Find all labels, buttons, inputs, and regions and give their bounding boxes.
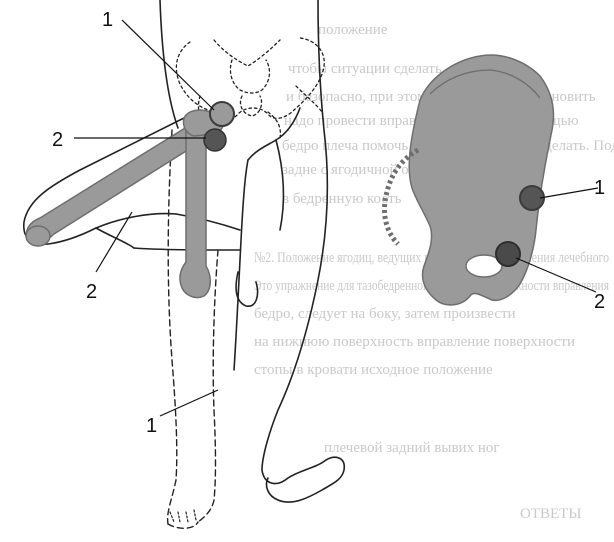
toe-marks	[170, 510, 196, 522]
femoral-head-dislocated	[204, 129, 226, 151]
callout-number: 1	[594, 177, 605, 199]
bg-text-line: бедро, следует на боку, затем произвести	[254, 306, 516, 322]
callout-number: 2	[86, 281, 97, 303]
callout-number: 1	[102, 9, 113, 31]
leader-line	[540, 188, 598, 198]
bg-text-line: чтобы ситуации сделать	[288, 61, 442, 77]
femur-shaft-vertical	[180, 128, 210, 298]
callout-number: 2	[594, 291, 605, 313]
leader-line	[160, 390, 218, 416]
bg-text-line: плечевой задний вывих ног	[324, 440, 500, 456]
bg-text-line: стопы в кровати исходное положение	[254, 362, 493, 378]
leader-line	[122, 20, 214, 110]
acetabulum-socket	[210, 102, 234, 126]
bg-text-line: положение	[318, 22, 388, 38]
bg-text-line: ОТВЕТЫ	[520, 506, 581, 522]
callout-number: 1	[146, 415, 157, 437]
femoral-head-dislocated	[496, 242, 520, 266]
femur-condyle	[26, 226, 50, 246]
callout-number: 2	[52, 129, 63, 151]
